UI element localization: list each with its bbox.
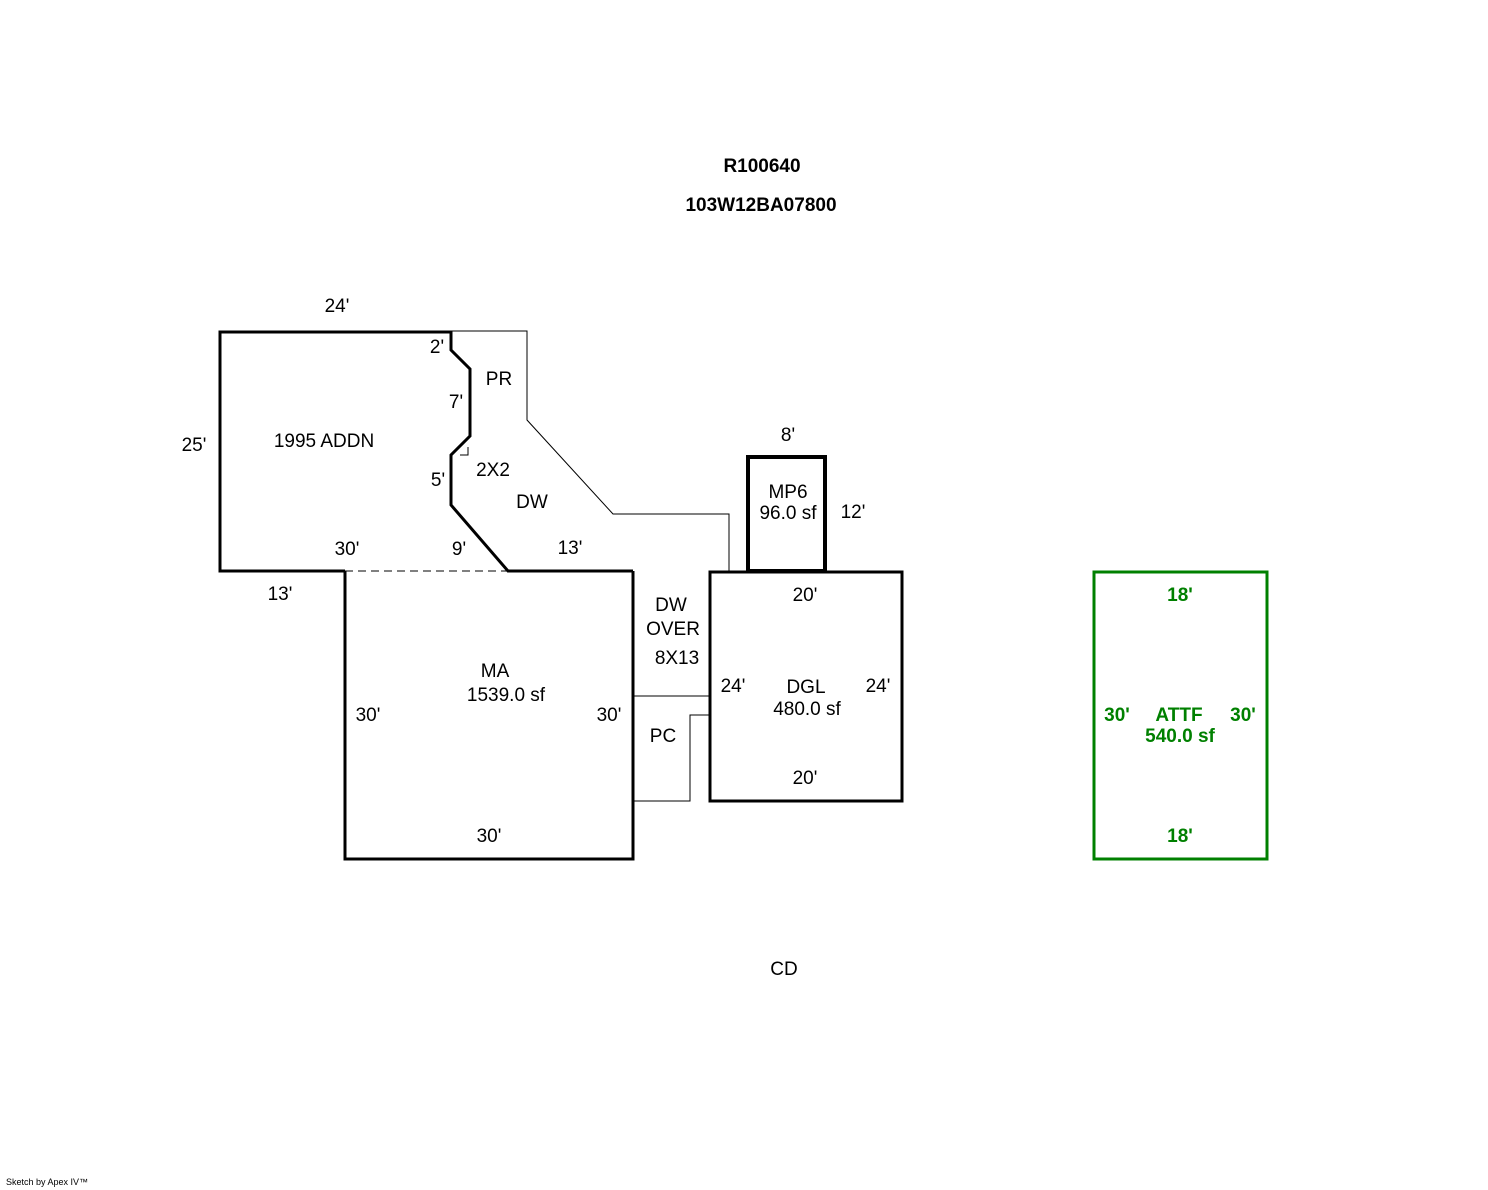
map-taxlot: 103W12BA07800 (685, 195, 837, 216)
mp6-area: 96.0 sf (759, 503, 817, 524)
dim-attf-top: 18' (1167, 585, 1193, 606)
dim-addn-diag: 9' (451, 539, 467, 560)
dim-addn-left: 25' (181, 435, 207, 456)
attf-outline (1092, 570, 1269, 861)
ma-outline (343, 571, 635, 861)
dim-addn-notch-top: 2' (429, 337, 445, 358)
pc-outline (633, 714, 709, 802)
dim-mp6-top: 8' (780, 425, 796, 446)
pc-label: PC (649, 726, 677, 747)
dim-dgl-top: 20' (792, 585, 818, 606)
addn-label: 1995 ADDN (273, 431, 375, 452)
ma-area: 1539.0 sf (466, 685, 546, 706)
dim-mp6-right: 12' (840, 502, 866, 523)
account-number: R100640 (723, 156, 801, 177)
mp6-label: MP6 (768, 482, 808, 503)
dw-over-label-1: DW (655, 595, 687, 616)
dim-attf-bottom: 18' (1167, 826, 1193, 847)
dgl-label: DGL (786, 677, 826, 698)
dim-ma-top-left: 13' (267, 584, 293, 605)
dgl-area: 480.0 sf (773, 699, 841, 720)
dim-addn-top: 24' (324, 296, 350, 317)
sketch-credit: Sketch by Apex IV™ (6, 1177, 89, 1187)
mp6-outline (746, 455, 827, 573)
dim-addn-bottom: 30' (334, 539, 360, 560)
pr-dw-outline (451, 330, 730, 571)
dw-label: DW (516, 492, 548, 513)
addn-outline (218, 330, 633, 573)
marker-2x2 (460, 447, 469, 456)
dim-addn-notch-mid: 7' (448, 392, 464, 413)
attf-label: ATTF (1155, 705, 1203, 726)
footer-code: CD (770, 959, 798, 980)
dim-ma-left: 30' (355, 705, 381, 726)
pr-label: PR (485, 369, 513, 390)
dim-dgl-left: 24' (720, 676, 746, 697)
dim-attf-left: 30' (1104, 705, 1130, 726)
dim-addn-notch-low: 5' (430, 470, 446, 491)
dim-ma-right: 30' (596, 705, 622, 726)
ma-label: MA (480, 661, 510, 682)
dim-ma-bottom: 30' (476, 826, 502, 847)
dim-dgl-bottom: 20' (792, 768, 818, 789)
attf-area: 540.0 sf (1145, 726, 1215, 747)
dim-dw-bottom: 13' (557, 538, 583, 559)
dw-over-label-3: 8X13 (654, 648, 700, 669)
note-2x2: 2X2 (476, 460, 510, 481)
dim-dgl-right: 24' (865, 676, 891, 697)
dw-over-label-2: OVER (646, 619, 700, 640)
dim-attf-right: 30' (1230, 705, 1256, 726)
